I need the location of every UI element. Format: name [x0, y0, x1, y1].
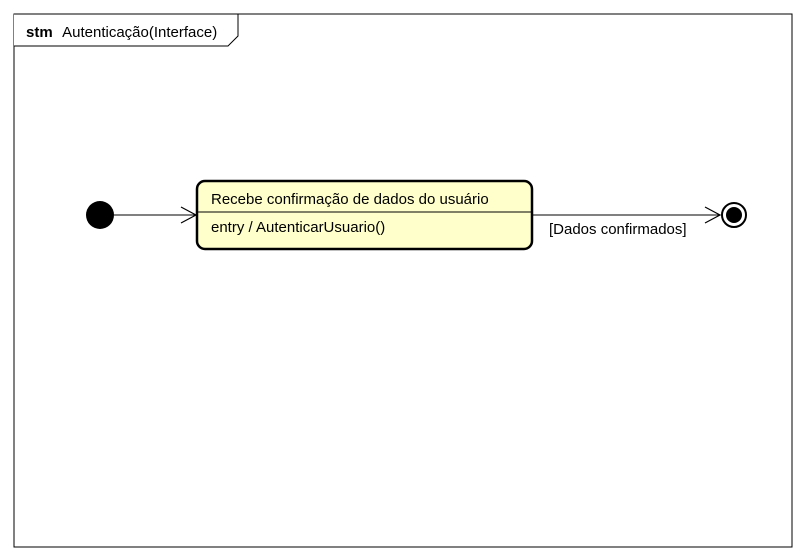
frame-label: stm Autenticação(Interface)	[26, 24, 217, 41]
transition-guard: [Dados confirmados]	[549, 221, 687, 238]
diagram-frame	[13, 13, 793, 548]
state-name: Recebe confirmação de dados do usuário	[211, 191, 489, 208]
frame-keyword: stm	[26, 24, 53, 41]
frame-name: Autenticação(Interface)	[62, 24, 217, 41]
final-node-inner-dot	[726, 207, 742, 223]
final-node[interactable]	[721, 202, 747, 228]
frame-label-tab	[14, 13, 239, 47]
initial-node[interactable]	[86, 201, 114, 229]
state-entry-action: entry / AutenticarUsuario()	[211, 219, 385, 236]
state-recebe-confirmacao[interactable]: Recebe confirmação de dados do usuário e…	[195, 179, 534, 251]
arrowhead-state-to-final	[704, 206, 722, 224]
